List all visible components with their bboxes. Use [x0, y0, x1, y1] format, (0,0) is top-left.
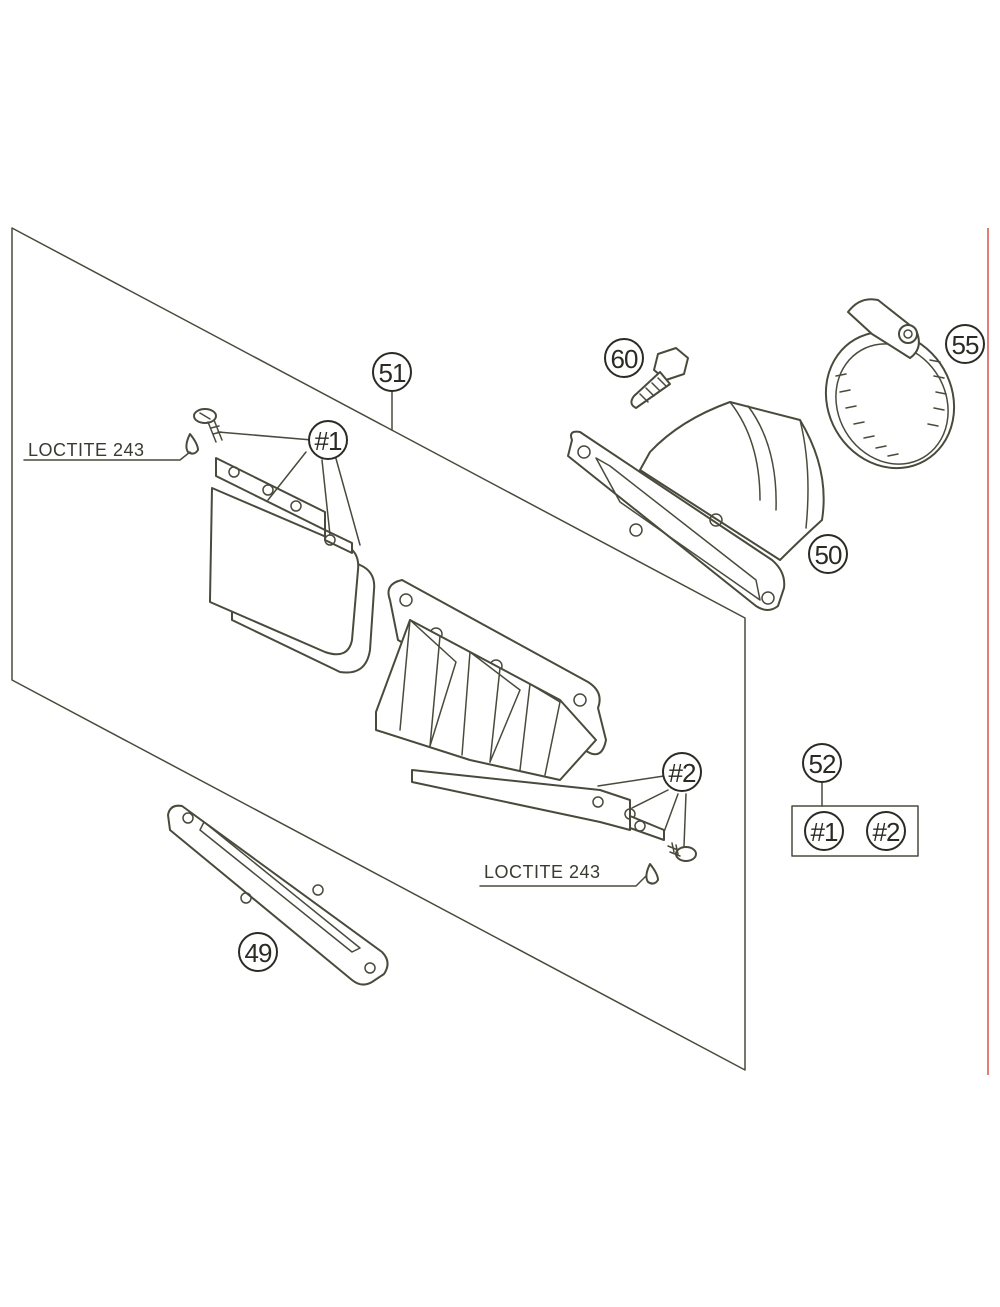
callout-49: 49 — [238, 932, 278, 972]
backing-plate — [11, 227, 746, 1071]
callout-50: 50 — [808, 534, 848, 574]
callout-60: 60 — [604, 338, 644, 378]
svg-text:#2: #2 — [873, 817, 900, 847]
callout-55: 55 — [945, 324, 985, 364]
svg-text:49: 49 — [245, 938, 272, 968]
kit-box-52 — [791, 805, 919, 857]
svg-text:50: 50 — [815, 540, 842, 570]
callout-52: 52 — [802, 743, 842, 783]
svg-text:#2: #2 — [669, 758, 696, 788]
leaders-g1 — [217, 431, 361, 546]
callout-kit-1: #1 — [804, 811, 844, 851]
intake-manifold-50 — [567, 401, 825, 611]
loctite-drop-icon — [185, 433, 199, 455]
gasket-49 — [167, 804, 389, 986]
hose-clamp-55 — [824, 298, 956, 470]
svg-text:60: 60 — [611, 344, 638, 374]
reed-valve-body — [375, 579, 665, 841]
callout-kit-2: #2 — [866, 811, 906, 851]
svg-text:#1: #1 — [811, 817, 838, 847]
bolt-60 — [630, 347, 689, 409]
loctite-note-bottom: LOCTITE 243 — [484, 862, 601, 882]
screw-top — [185, 408, 223, 455]
leader-loctite-bottom — [479, 875, 647, 887]
leader-loctite-top — [23, 451, 191, 461]
callout-g2: #2 — [662, 752, 702, 792]
loctite-drop-icon-2 — [645, 863, 659, 885]
callout-51: 51 — [372, 352, 412, 392]
svg-text:51: 51 — [379, 358, 406, 388]
svg-text:55: 55 — [952, 330, 979, 360]
svg-text:#1: #1 — [315, 426, 342, 456]
screw-bottom — [645, 842, 697, 885]
leaders-g2 — [597, 775, 687, 847]
svg-text:52: 52 — [809, 749, 836, 779]
callout-g1: #1 — [308, 420, 348, 460]
reed-petals-1 — [209, 457, 376, 674]
loctite-note-top: LOCTITE 243 — [28, 440, 145, 460]
